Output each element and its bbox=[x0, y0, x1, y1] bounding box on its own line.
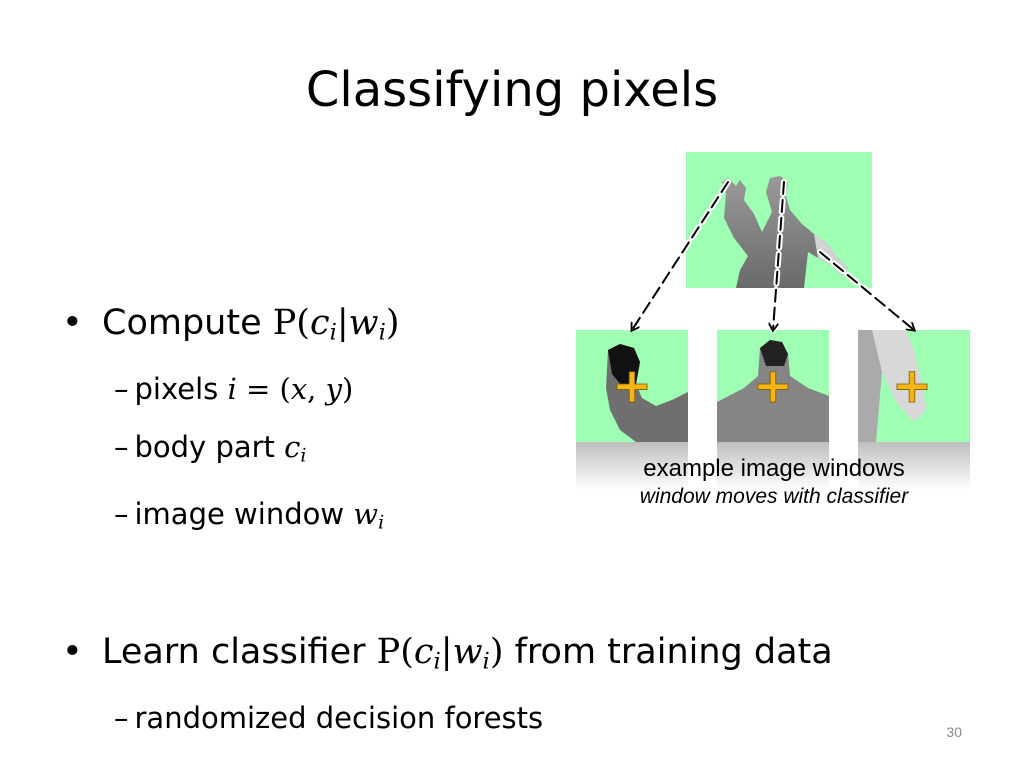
plus-marker-hand: + bbox=[612, 358, 652, 414]
bullet-learn-classifier: •Learn classifier P(ci|wi) from training… bbox=[62, 632, 833, 675]
window-arm bbox=[858, 330, 970, 490]
sub-bullet-pixels: –pixels i = (x, y) bbox=[114, 371, 354, 406]
sub-bullet-image-window: –image window wi bbox=[114, 497, 385, 535]
sub-bullet-body-part: –body part ci bbox=[114, 429, 307, 467]
figure-caption: example image windows window moves with … bbox=[576, 455, 972, 509]
bullet-marker: • bbox=[62, 303, 83, 343]
math-probability: P(ci|wi) bbox=[376, 632, 504, 675]
math-pixel-coords: i = (x, y) bbox=[227, 371, 354, 406]
math-probability: P(ci|wi) bbox=[272, 303, 400, 346]
caption-line-2: window moves with classifier bbox=[639, 484, 909, 508]
sub-bullet-random-forests: –randomized decision forests bbox=[114, 700, 544, 735]
caption-line-1: example image windows bbox=[643, 455, 905, 482]
math-body-part: ci bbox=[284, 429, 307, 467]
bullet-text: Compute bbox=[102, 303, 273, 343]
example-windows-figure: + + + bbox=[576, 152, 972, 532]
dashed-arrows bbox=[629, 179, 917, 333]
bullet-list: • Compute P(ci|wi) –pixels i = (x, y) –bo… bbox=[62, 296, 833, 747]
slide-title: Classifying pixels bbox=[305, 62, 719, 118]
math-image-window: wi bbox=[353, 497, 385, 535]
depth-images-diagram: + + + bbox=[576, 152, 970, 490]
bullet-compute: • Compute P(ci|wi) bbox=[62, 296, 582, 360]
page-number: 30 bbox=[946, 724, 962, 740]
window-head bbox=[717, 330, 829, 490]
plus-marker-head: + bbox=[753, 358, 793, 414]
plus-marker-arm: + bbox=[892, 358, 932, 414]
window-hand bbox=[576, 330, 688, 490]
